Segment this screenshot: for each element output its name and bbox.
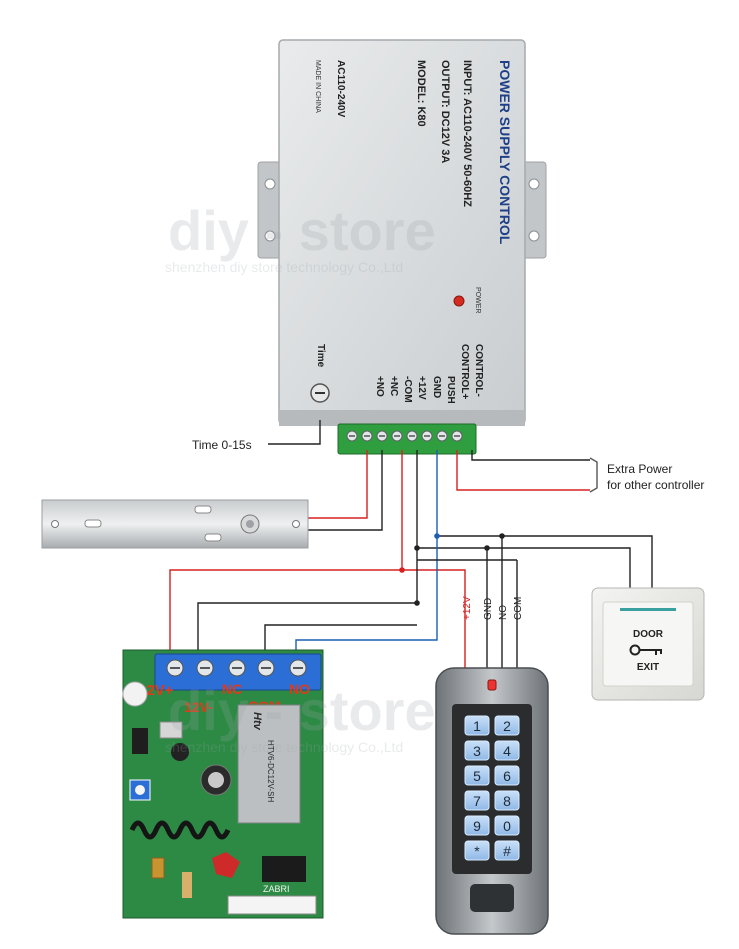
relay-module [237,704,301,824]
keypad-key-label: 8 [503,793,511,809]
wire-gnd-rail [197,450,418,655]
electric-bolt-lock [41,499,309,549]
relay-brand: Htv [251,712,263,731]
wire-12v-relay [169,569,402,655]
time-range-note: Time 0-15s [192,438,252,452]
keypad-key[interactable]: 6 [494,765,520,786]
watermark-sub: shenzhen diy store technology Co.,Ltd [165,259,403,275]
wire-push-exit [502,535,653,588]
label-plus-no: +NO [374,376,385,397]
keypad-key[interactable]: 7 [464,790,490,811]
label-gnd: GND [431,376,442,398]
psu-made-in: MADE IN CHINA [314,60,321,113]
keypad-key-label: 5 [473,768,481,784]
key-icon [629,644,662,656]
label-control-plus: CONTROL+ [459,344,470,399]
psu-input: INPUT: AC110-240V 50-60HZ [461,60,473,207]
keypad-wire-gnd: GND [483,598,494,620]
keypad-key[interactable]: 0 [494,815,520,836]
power-led [453,295,465,307]
relay-term-12v-minus: 12V- [184,699,213,715]
keypad-key[interactable]: * [464,840,490,861]
extra-power-note-2: for other controller [607,478,704,492]
keypad-key-label: 2 [503,718,511,734]
keypad-key[interactable]: 5 [464,765,490,786]
wire-gnd-exit [487,547,631,588]
watermark-main: diy - store [168,199,436,262]
keypad-key-label: 0 [503,818,511,834]
label-control-minus: CONTROL- [473,344,484,397]
wire-com [264,624,417,655]
watermark-sub-lower: shenzhen diy store technology Co.,Ltd [165,739,403,755]
keypad-wire-com: COM [513,597,524,620]
relay-model: HTV6-DC12V-SH [266,740,275,802]
time-knob-label: Time [315,344,326,368]
keypad-key-label: # [503,843,511,859]
label-push: PUSH [445,376,456,404]
terminal-labels: CONTROL- CONTROL+ PUSH GND +12V -COM +NC… [374,344,484,404]
keypad-key-label: 9 [473,818,481,834]
keypad-key-label: 3 [473,743,481,759]
label-minus-com: -COM [402,376,413,403]
wire-extra-black [471,450,590,461]
access-keypad [435,667,549,935]
relay-term-no: NO [289,681,310,697]
keypad-wire-12v: +12V [462,596,473,620]
keypad-key-label: 6 [503,768,511,784]
wiring [169,420,653,680]
psu-output: OUTPUT: DC12V 3A [439,60,451,163]
keypad-wire-no: NO [498,605,509,620]
exit-button-line2: EXIT [637,662,659,673]
keypad-key[interactable]: 1 [464,715,490,736]
door-exit-button[interactable]: DOOR EXIT [591,587,705,701]
keypad-key[interactable]: 8 [494,790,520,811]
exit-button-line1: DOOR [633,629,664,640]
wire-extra-red [456,450,590,491]
keypad-key[interactable]: 9 [464,815,490,836]
wire-lock-black [308,450,383,531]
keypad-keys: 1 2 3 4 5 6 7 8 9 0 * # [464,715,520,861]
keypad-key-label: 7 [473,793,481,809]
psu-title: POWER SUPPLY CONTROL [497,60,513,245]
wire-12v-rail [401,450,466,680]
keypad-key[interactable]: # [494,840,520,861]
watermark-main-lower: diy - store [168,679,436,742]
wireless-relay-board: 12V+ NC NO 12V- COM Htv HTV6-DC12V-SH ZA… [122,649,324,919]
label-plus12v: +12V [416,376,427,400]
psu-ac-rating: AC110-240V [335,60,346,118]
psu-model: MODEL: K80 [415,60,427,127]
keypad-key-label: 4 [503,743,511,759]
time-leader-line [268,420,321,445]
wire-gnd-keypad [417,547,488,680]
relay-chip-text: ZABRI [263,884,290,894]
label-plus-nc: +NC [388,376,399,396]
power-supply-unit: POWER SUPPLY CONTROL INPUT: AC110-240V 5… [257,39,547,455]
keypad-key[interactable]: 3 [464,740,490,761]
coil-antenna [129,820,231,840]
keypad-wire-labels: +12V GND NO COM [462,596,524,620]
watermark: diy - store shenzhen diy store technolog… [165,199,436,755]
power-led-label: POWER [474,287,481,313]
extra-power-brace [589,457,598,493]
relay-term-nc: NC [222,681,242,697]
keypad-key-label: * [474,843,480,859]
keypad-key[interactable]: 4 [494,740,520,761]
keypad-key-label: 1 [473,718,481,734]
keypad-key[interactable]: 2 [494,715,520,736]
wire-lock-red [308,450,368,519]
wire-push [295,450,438,655]
extra-power-note-1: Extra Power [607,462,672,476]
